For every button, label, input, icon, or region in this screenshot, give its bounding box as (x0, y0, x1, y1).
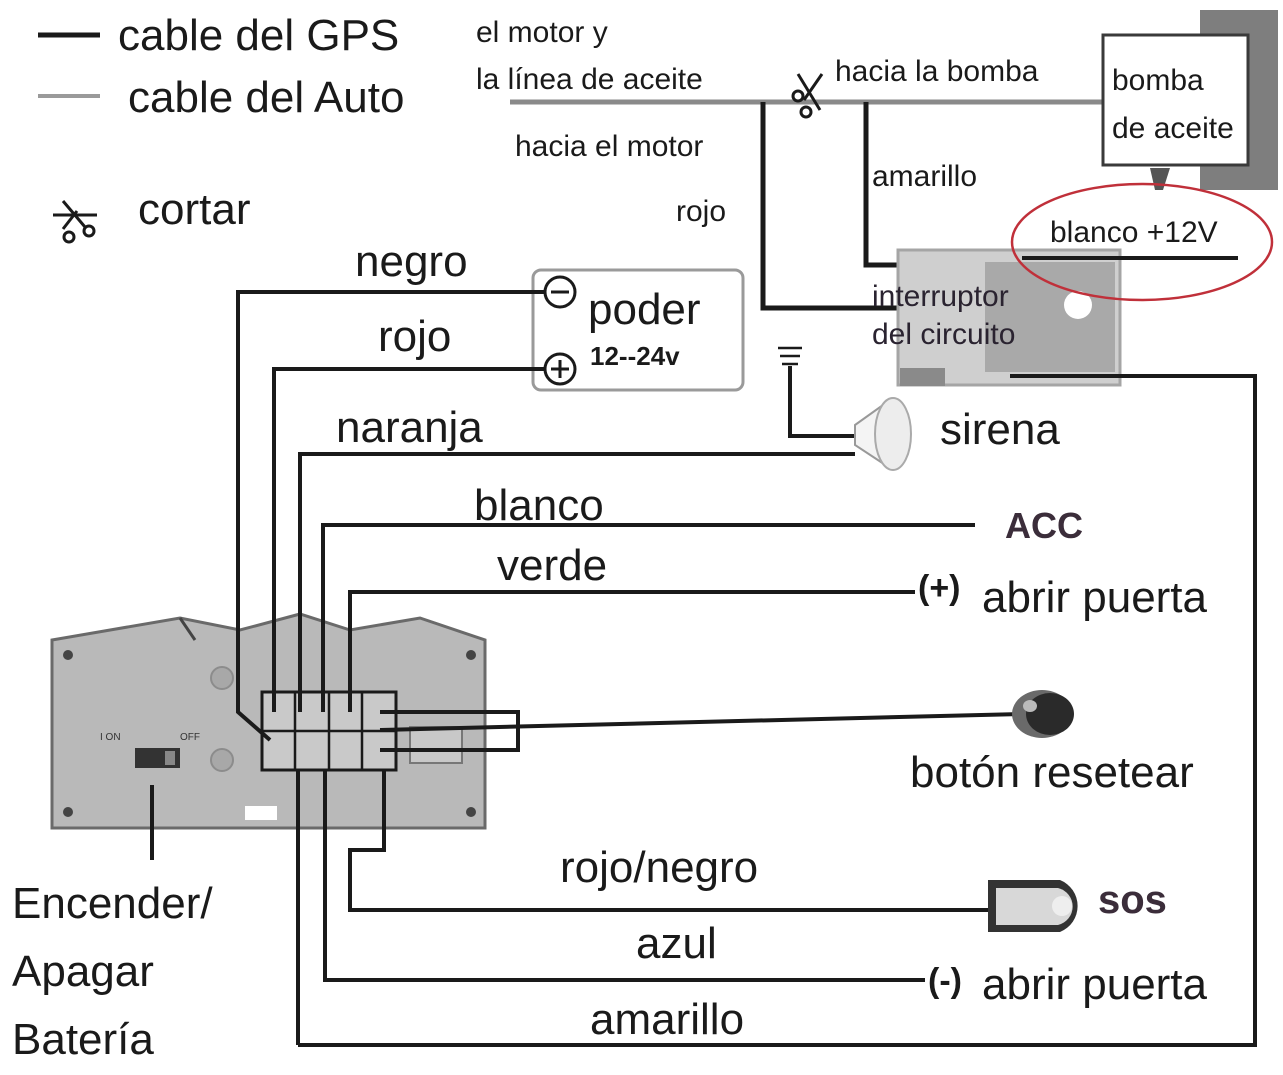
wire-breaker-return (298, 374, 1257, 1047)
wire-rojo (272, 367, 545, 712)
negro-wire-label: negro (355, 237, 468, 286)
reset-label: botón resetear (910, 748, 1194, 797)
to-motor-label: hacia el motor (515, 130, 704, 163)
device-screw-tl (63, 650, 73, 660)
blanco-wire-label: blanco (474, 481, 604, 530)
oil-cut-scissors-icon (791, 73, 824, 119)
oil-pump-label: bomba de aceite (1112, 64, 1234, 145)
ground-icon (778, 346, 802, 366)
azul-wire-label: azul (636, 919, 717, 968)
breaker-tab-left (900, 368, 945, 386)
highlight-ellipse (1010, 182, 1274, 302)
yellow-wire-label: amarillo (872, 160, 978, 193)
siren-icon (854, 397, 912, 471)
wire-azul (323, 770, 925, 982)
oil-motor-line-label: el motor y la línea de aceite (476, 16, 703, 96)
breaker-face (985, 262, 1115, 372)
device-screw-br (466, 807, 476, 817)
door-pos-sign: (+) (918, 569, 961, 607)
wire-verde (348, 590, 915, 712)
rojo-wire-label: rojo (378, 312, 452, 361)
red-wire-label: rojo (676, 195, 727, 228)
door-pos-label: abrir puerta (982, 573, 1208, 622)
verde-wire-label: verde (497, 541, 608, 590)
device-screw-tr (466, 650, 476, 660)
device-slot (245, 806, 277, 820)
naranja-wire-label: naranja (336, 403, 483, 452)
rojonegro-wire-label: rojo/negro (560, 843, 759, 892)
switch-on-label: I ON (100, 732, 121, 743)
breaker-label: interruptor del circuito (872, 280, 1016, 351)
power-title: poder (588, 285, 701, 334)
legend-car-label: cable del Auto (128, 73, 405, 122)
battery-switch-label: Encender/ Apagar Batería (12, 879, 213, 1065)
wire-red-motor (760, 102, 900, 311)
to-pump-label: hacia la bomba (835, 55, 1039, 88)
wire-negro (236, 290, 545, 742)
wire-reset-2 (379, 712, 1021, 732)
device-port (409, 726, 463, 764)
acc-label: ACC (1005, 505, 1083, 546)
switch-off-label: OFF (180, 732, 200, 743)
white-12v-label: blanco +12V (1050, 216, 1218, 249)
door-neg-sign: (-) (928, 962, 962, 1000)
siren-label: sirena (940, 405, 1060, 454)
wire-yellow-pump (863, 102, 900, 268)
wire-siren-ground (788, 366, 855, 438)
door-neg-label: abrir puerta (982, 960, 1208, 1009)
sos-label: sos (1098, 878, 1167, 922)
breaker-hole (1064, 291, 1092, 319)
device-led-top (210, 666, 234, 690)
wire-naranja (298, 452, 855, 712)
oil-pump-box (1101, 33, 1250, 167)
legend-gps-label: cable del GPS (118, 11, 400, 60)
legend-cut-label: cortar (138, 185, 251, 234)
power-range: 12--24v (590, 341, 680, 371)
sos-button-icon (988, 880, 1078, 932)
oil-pump-nozzle (1150, 168, 1170, 190)
device-led-bottom (210, 748, 234, 772)
legend-scissors-icon (53, 200, 97, 244)
wire-rojonegro (348, 770, 990, 912)
reset-button-icon (1012, 690, 1074, 738)
amarillo-wire-label: amarillo (590, 995, 745, 1044)
power-box (531, 268, 745, 392)
wire-reset-1 (380, 710, 520, 752)
device-screw-bl (63, 807, 73, 817)
wire-blanco (321, 523, 975, 712)
